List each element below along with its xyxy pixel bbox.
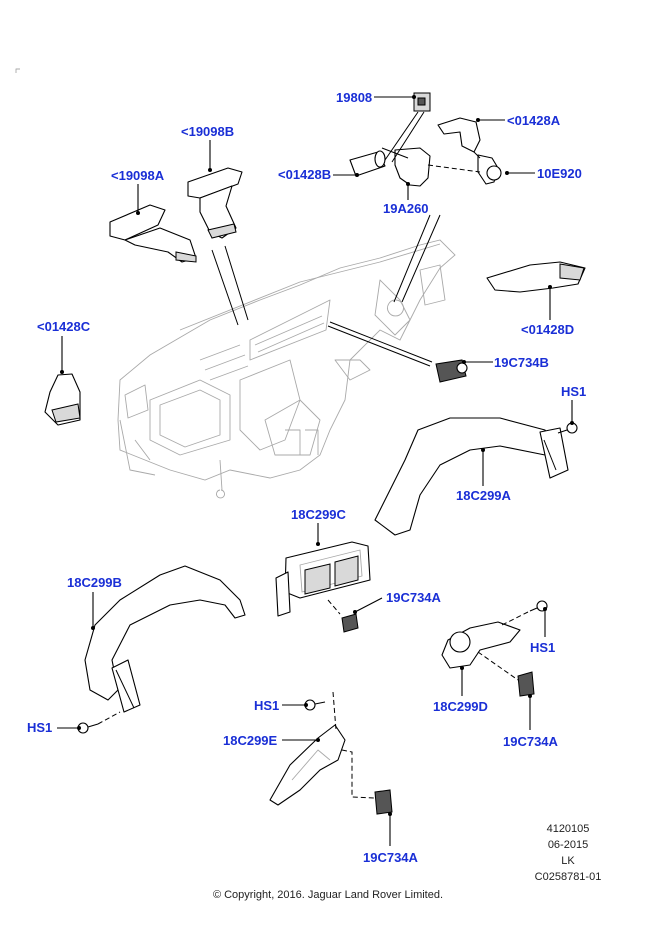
part-HS1-a	[557, 422, 578, 434]
callout-18C299B[interactable]: 18C299B	[67, 575, 122, 590]
part-18C299B	[84, 565, 246, 713]
crop-mark	[15, 68, 20, 73]
part-19C734A-c	[341, 749, 393, 815]
part-18C299A	[374, 417, 569, 536]
part-10E920	[477, 154, 502, 185]
part-01428A	[437, 117, 481, 153]
callout-19C734B[interactable]: 19C734B	[494, 355, 549, 370]
part-HS1-c	[304, 691, 337, 731]
callout-HS1-b[interactable]: HS1	[530, 640, 556, 655]
dashboard-assembly	[117, 239, 456, 499]
callout-18C299E[interactable]: 18C299E	[223, 733, 278, 748]
reference-lines	[211, 111, 481, 367]
callout-01428C[interactable]: <01428C	[37, 319, 91, 334]
part-19A260	[381, 147, 431, 187]
part-18C299D	[441, 621, 521, 669]
callout-18C299C[interactable]: 18C299C	[291, 507, 346, 522]
leader-lines	[57, 95, 574, 846]
illustration-number: 4120105	[546, 823, 590, 835]
part-HS1-d	[77, 711, 121, 734]
callout-HS1-a[interactable]: HS1	[561, 384, 587, 399]
callout-19C734A-c[interactable]: 19C734A	[363, 850, 418, 865]
part-01428B	[349, 150, 386, 177]
part-19C734A-a	[327, 599, 359, 633]
part-19C734A-b	[477, 651, 535, 697]
part-18C299E	[269, 724, 346, 806]
part-01428C	[44, 373, 81, 426]
callout-18C299A[interactable]: 18C299A	[456, 488, 511, 503]
part-19098B	[187, 167, 243, 239]
callout-10E920[interactable]: 10E920	[537, 166, 582, 181]
callout-19C734A-b[interactable]: 19C734A	[503, 734, 558, 749]
part-01428D	[486, 261, 586, 293]
callout-19098A[interactable]: <19098A	[111, 168, 165, 183]
callout-01428B[interactable]: <01428B	[278, 167, 332, 182]
part-19098A	[109, 204, 197, 263]
callout-19098B[interactable]: <19098B	[181, 124, 235, 139]
part-HS1-b	[499, 600, 548, 627]
illustration-author: LK	[561, 855, 575, 867]
copyright-notice: © Copyright, 2016. Jaguar Land Rover Lim…	[212, 889, 444, 901]
illustration-code: C0258781-01	[534, 871, 602, 883]
callout-01428D[interactable]: <01428D	[521, 322, 575, 337]
part-19C734B	[435, 359, 468, 383]
callout-18C299D[interactable]: 18C299D	[433, 699, 488, 714]
part-18C299C	[275, 541, 371, 617]
callout-19808[interactable]: 19808	[336, 90, 373, 105]
illustration-date: 06-2015	[547, 839, 589, 851]
callout-HS1-d[interactable]: HS1	[27, 720, 53, 735]
part-19808	[413, 92, 431, 112]
callout-19C734A-a[interactable]: 19C734A	[386, 590, 441, 605]
callout-HS1-c[interactable]: HS1	[254, 698, 280, 713]
callout-01428A[interactable]: <01428A	[507, 113, 561, 128]
callout-19A260[interactable]: 19A260	[383, 201, 429, 216]
